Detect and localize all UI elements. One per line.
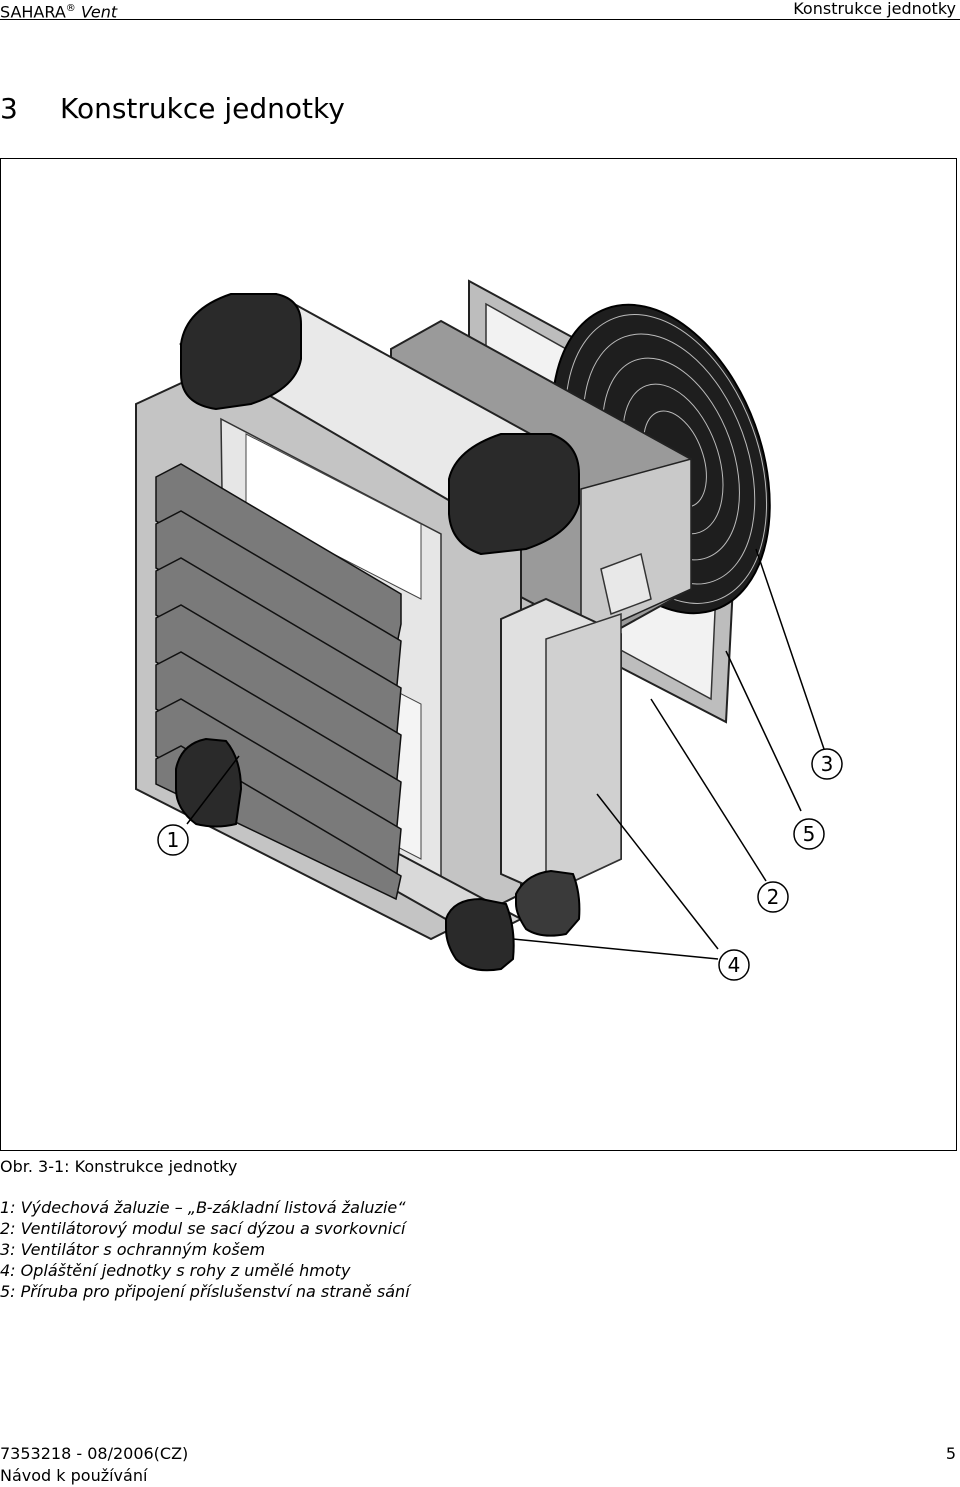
- callout-3-label: 3: [821, 752, 834, 776]
- callout-2-label: 2: [767, 885, 780, 909]
- legend-list: 1: Výdechová žaluzie – „B-základní listo…: [0, 1197, 410, 1302]
- legend-item: 3: Ventilátor s ochranným košem: [0, 1240, 266, 1259]
- footer-left: 7353218 - 08/2006(CZ) Návod k používání: [0, 1443, 188, 1487]
- plastic-corners: [175, 293, 581, 972]
- callout-1-label: 1: [167, 828, 180, 852]
- chapter-heading: 3 Konstrukce jednotky: [0, 92, 345, 126]
- leader-lines: [186, 548, 825, 960]
- chapter-title: Konstrukce jednotky: [60, 92, 345, 125]
- product-name: Vent: [80, 2, 118, 22]
- callout-2: 2: [757, 881, 789, 913]
- callout-3: 3: [811, 748, 843, 780]
- running-header-product: SAHARA® Vent: [0, 0, 117, 21]
- figure-caption: Obr. 3-1: Konstrukce jednotky: [0, 1157, 238, 1176]
- unit-illustration: 1 2 3 4 5: [135, 279, 843, 981]
- legend-item: 5: Příruba pro připojení příslušenství n…: [0, 1282, 410, 1301]
- callout-4-label: 4: [728, 953, 741, 977]
- page-number: 5: [945, 1444, 956, 1463]
- legend-item: 4: Opláštění jednotky s rohy z umělé hmo…: [0, 1261, 351, 1280]
- brand-name: SAHARA: [0, 2, 66, 22]
- callout-1: 1: [157, 824, 189, 856]
- legend-item: 2: Ventilátorový modul se sací dýzou a s…: [0, 1219, 406, 1238]
- running-header-section: Konstrukce jednotky: [793, 0, 956, 18]
- chapter-number: 3: [0, 92, 18, 125]
- callout-4: 4: [718, 949, 750, 981]
- doc-type: Návod k používání: [0, 1466, 148, 1485]
- legend-item: 1: Výdechová žaluzie – „B-základní listo…: [0, 1198, 406, 1217]
- callout-5-label: 5: [803, 822, 816, 846]
- figure-frame: 1 2 3 4 5: [0, 158, 957, 1151]
- registered-mark: ®: [65, 3, 76, 14]
- callout-5: 5: [793, 818, 825, 850]
- header-rule: [0, 19, 960, 20]
- doc-number: 7353218 - 08/2006(CZ): [0, 1444, 189, 1463]
